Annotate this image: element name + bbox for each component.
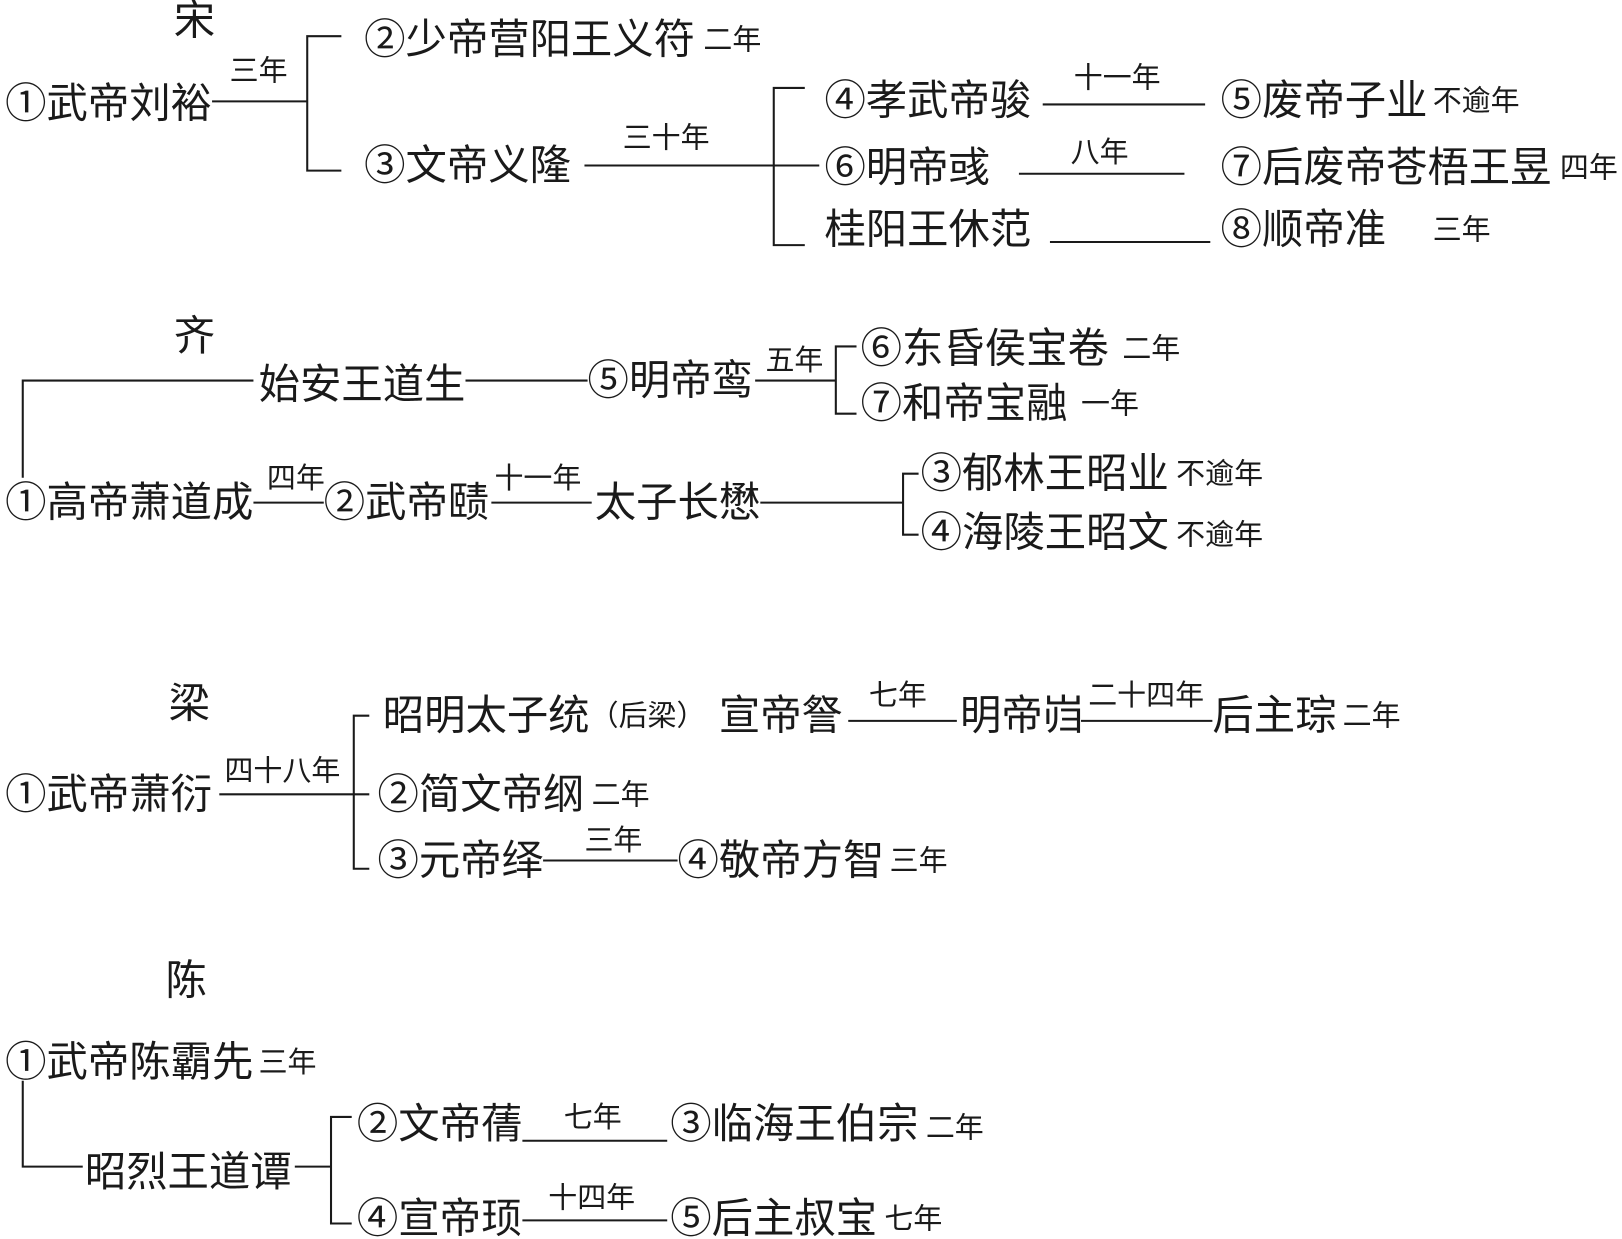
song-section: 宋 ①武帝刘裕 三年 ②少帝营阳王义符 二年 ③文帝义隆 三十年 ④孝武帝骏 十… <box>5 0 1618 254</box>
song-title: 宋 <box>174 0 215 45</box>
qi-hedi-name: ⑦和帝宝融 <box>861 379 1068 427</box>
chen-wudi-name: ①武帝陈霸先 <box>5 1038 253 1086</box>
liang-houzhu-name: 后主琮 <box>1212 692 1336 740</box>
branch-bracket <box>329 1115 352 1225</box>
song-mingdi-name: ⑥明帝彧 <box>824 144 989 192</box>
liang-mingdi-name: 明帝岿 <box>960 692 1084 740</box>
liang-xuandi-name: 宣帝詧 <box>719 692 843 740</box>
liang-xuandi-reign: 七年 <box>869 678 927 712</box>
branch-elbow <box>21 1080 83 1168</box>
song-shaodi-name: ②少帝营阳王义符 <box>364 15 695 63</box>
chen-houzhu-reign: 七年 <box>884 1201 942 1235</box>
song-houfeidi-reign: 四年 <box>1560 151 1618 185</box>
qi-wudi-name: ②武帝赜 <box>324 479 489 527</box>
liang-mingdi-reign: 二十四年 <box>1088 678 1204 712</box>
chen-wudi-reign: 三年 <box>259 1045 317 1079</box>
qi-title: 齐 <box>174 312 215 360</box>
song-xiaowudi-reign: 十一年 <box>1074 61 1161 95</box>
song-shundi-name: ⑧顺帝准 <box>1221 206 1386 254</box>
qi-donghun-name: ⑥东昏侯宝卷 <box>861 325 1109 373</box>
qi-gaodi-reign: 四年 <box>267 461 325 495</box>
liang-wudi-name: ①武帝萧衍 <box>5 770 212 818</box>
qi-donghun-reign: 二年 <box>1122 332 1180 366</box>
branch-bracket <box>902 472 919 536</box>
qi-wudi-reign: 十一年 <box>494 461 581 495</box>
qi-mingdi-reign: 五年 <box>765 343 823 377</box>
chen-wendi-name: ②文帝蒨 <box>357 1100 522 1148</box>
song-wudi-reign: 三年 <box>230 53 288 87</box>
liang-yuandi-reign: 三年 <box>584 823 642 857</box>
song-xiaowudi-name: ④孝武帝骏 <box>824 76 1031 124</box>
branch-bracket <box>772 86 805 247</box>
chen-linhai-reign: 二年 <box>926 1110 984 1144</box>
chen-title: 陈 <box>166 956 207 1004</box>
liang-houzhu-reign: 二年 <box>1343 699 1401 733</box>
chen-zhaolie-name: 昭烈王道谭 <box>85 1148 292 1196</box>
song-shundi-reign: 三年 <box>1433 213 1491 247</box>
branch-bracket <box>306 35 342 172</box>
liang-jianwen-name: ②简文帝纲 <box>378 770 585 818</box>
branch-bracket <box>834 345 857 415</box>
liang-jianwen-reign: 二年 <box>592 777 650 811</box>
chen-section: 陈 ①武帝陈霸先 三年 昭烈王道谭 ②文帝蒨 七年 ③临海王伯宗 二年 ④宣帝顼… <box>5 956 984 1239</box>
chen-linhai-name: ③临海王伯宗 <box>670 1100 918 1148</box>
qi-yulin-reign: 不逾年 <box>1176 457 1263 491</box>
song-wendi-name: ③文帝义隆 <box>364 141 571 189</box>
song-wudi-name: ①武帝刘裕 <box>5 79 212 127</box>
liang-jingdi-reign: 三年 <box>890 843 948 877</box>
song-feidi-reign: 不逾年 <box>1433 83 1520 117</box>
qi-yulin-name: ③郁林王昭业 <box>921 450 1169 498</box>
liang-yuandi-name: ③元帝绎 <box>378 836 543 884</box>
qi-hailing-reign: 不逾年 <box>1176 518 1263 552</box>
liang-wudi-reign: 四十八年 <box>224 753 340 787</box>
song-shaodi-reign: 二年 <box>703 22 761 56</box>
liang-section: 梁 ①武帝萧衍 四十八年 昭明太子统 （后梁） 宣帝詧 七年 明帝岿 二十四年 … <box>5 678 1400 884</box>
qi-shian-name: 始安王道生 <box>259 361 466 409</box>
branch-bracket <box>352 714 370 870</box>
chen-xuandi-name: ④宣帝顼 <box>357 1194 522 1239</box>
chen-wendi-reign: 七年 <box>564 1100 622 1134</box>
song-feidi-name: ⑤废帝子业 <box>1221 76 1428 124</box>
chen-xuandi-reign: 十四年 <box>548 1181 635 1215</box>
song-mingdi-reign: 八年 <box>1071 135 1129 169</box>
song-houfeidi-name: ⑦后废帝苍梧王昱 <box>1221 144 1552 192</box>
qi-gaodi-name: ①高帝萧道成 <box>5 479 253 527</box>
qi-mingdi-name: ⑤明帝鸾 <box>588 357 753 405</box>
song-wendi-reign: 三十年 <box>623 121 710 155</box>
liang-houliang-note: （后梁） <box>590 699 706 733</box>
liang-zhaoming-name: 昭明太子统 <box>383 692 590 740</box>
qi-section: 齐 始安王道生 ⑤明帝鸾 五年 ⑥东昏侯宝卷 二年 ⑦和帝宝融 一年 ①高帝萧道… <box>5 312 1263 556</box>
qi-hedi-reign: 一年 <box>1081 386 1139 420</box>
song-guiyang-name: 桂阳王休范 <box>824 206 1031 254</box>
liang-title: 梁 <box>169 679 210 727</box>
qi-hailing-name: ④海陵王昭文 <box>921 509 1169 557</box>
qi-taizi-name: 太子长懋 <box>595 479 760 527</box>
liang-jingdi-name: ④敬帝方智 <box>678 836 885 884</box>
branch-elbow <box>21 379 254 478</box>
chen-houzhu-name: ⑤后主叔宝 <box>670 1194 877 1239</box>
